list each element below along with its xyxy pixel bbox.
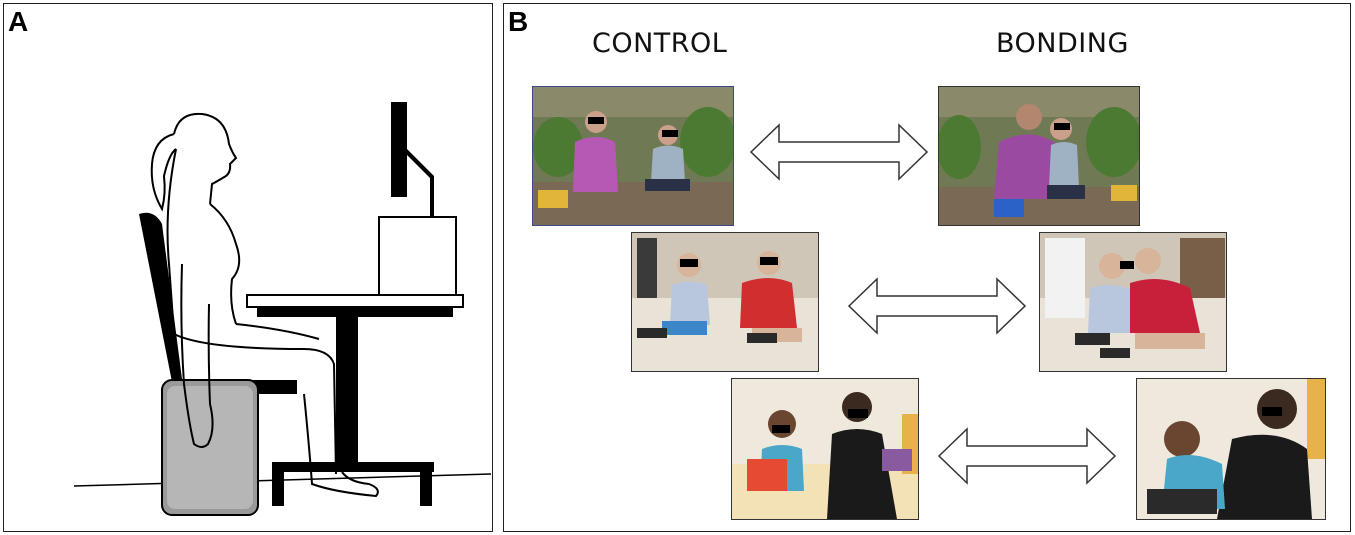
- double-arrow-icon-1: [749, 123, 929, 181]
- seated-participant-illustration: [73, 102, 491, 516]
- person-outline-icon: [150, 112, 379, 498]
- monitor-icon: [378, 102, 457, 298]
- bonding-photo-1: [938, 86, 1140, 226]
- panel-b-label: B: [508, 6, 529, 37]
- panel-b: B CONTROL BONDING: [503, 3, 1351, 532]
- control-photo-1: [532, 86, 734, 226]
- panel-a: A: [3, 3, 493, 532]
- bonding-photo-3: [1136, 378, 1326, 520]
- double-arrow-icon-2: [847, 277, 1027, 335]
- control-photo-3: [731, 378, 919, 520]
- panel-a-label: A: [8, 6, 29, 37]
- double-arrow-icon-3: [937, 427, 1117, 485]
- control-column-heading: CONTROL: [592, 28, 728, 59]
- bonding-column-heading: BONDING: [996, 28, 1129, 59]
- desk-icon: [246, 294, 464, 506]
- control-photo-2: [631, 232, 819, 372]
- bonding-photo-2: [1039, 232, 1227, 372]
